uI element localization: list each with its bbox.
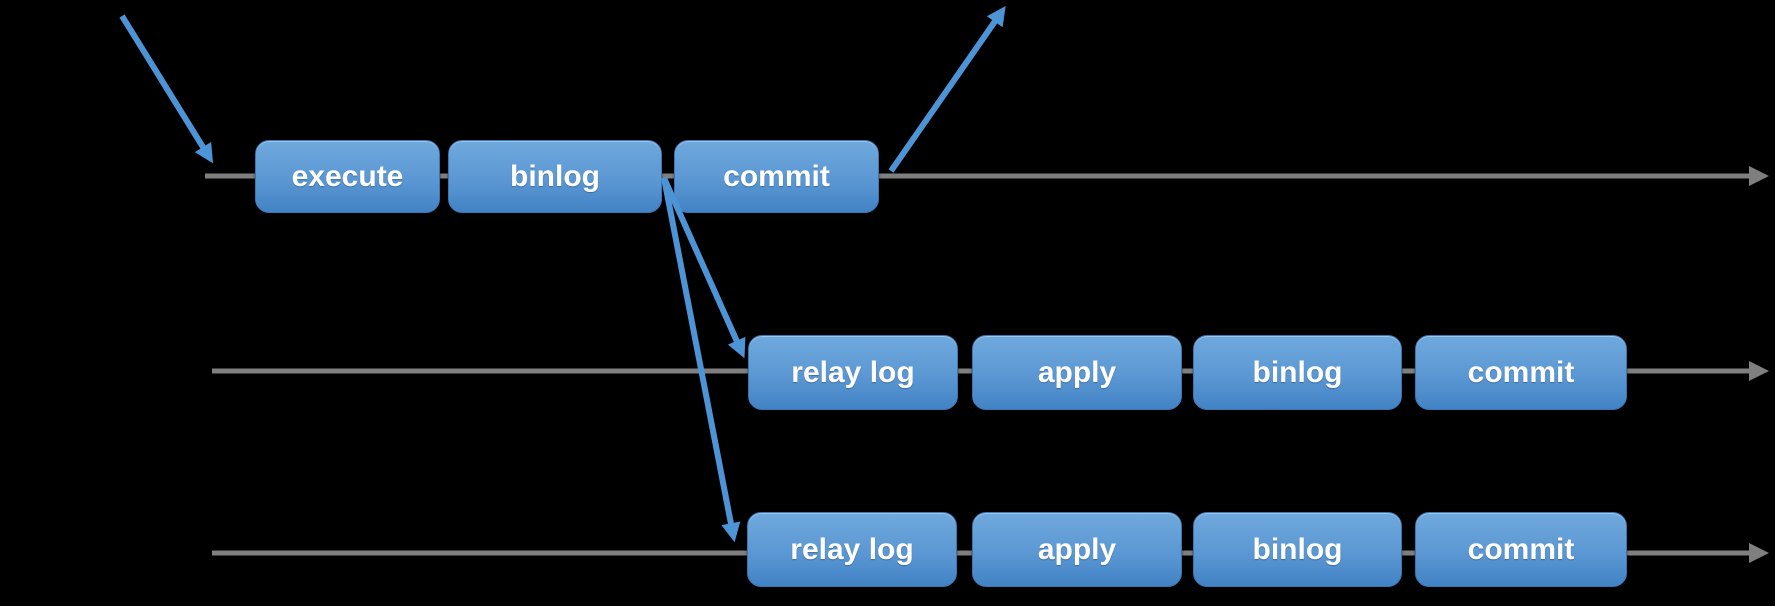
- box-binlog-bottom: binlog: [1193, 512, 1402, 587]
- box-relay-log-bottom: relay log: [747, 512, 957, 587]
- box-apply-middle: apply: [972, 335, 1182, 410]
- box-execute-top: execute: [255, 140, 440, 213]
- box-commit-middle: commit: [1415, 335, 1627, 410]
- box-commit-top: commit: [674, 140, 879, 213]
- box-relay-log-middle: relay log: [748, 335, 958, 410]
- box-commit-bottom: commit: [1415, 512, 1627, 587]
- box-binlog-middle: binlog: [1193, 335, 1402, 410]
- box-binlog-top: binlog: [448, 140, 662, 213]
- box-apply-bottom: apply: [972, 512, 1182, 587]
